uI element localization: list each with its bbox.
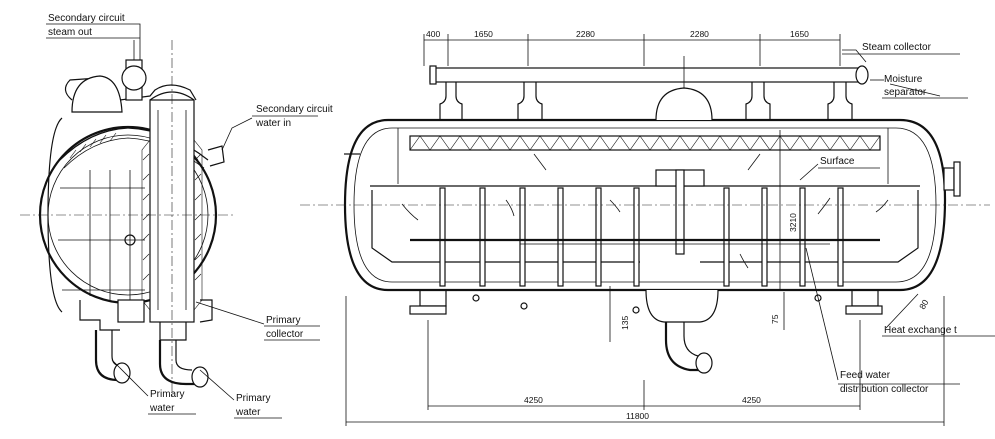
label-secondary-water-in-line1: Secondary circuit: [256, 104, 333, 115]
dim-left-135: 135: [620, 316, 630, 330]
tube-columns: [439, 187, 844, 287]
dim-height-3210: 3210: [788, 213, 798, 232]
dim-total-11800: 11800: [626, 411, 649, 421]
label-primary-water-b-line1: Primary: [236, 393, 270, 404]
dim-right-75: 75: [770, 314, 780, 324]
label-primary-water-b-line2: water: [235, 407, 261, 418]
dim-slant-80: 80: [917, 298, 931, 311]
dim-top-1650-left: 1650: [474, 29, 493, 39]
label-moisture-separator-line2: separator: [884, 87, 927, 98]
label-secondary-water-in-line2: water in: [255, 118, 291, 129]
label-secondary-steam-out-line1: Secondary circuit: [48, 13, 125, 24]
label-heat-exchange: Heat exchange t: [884, 325, 957, 336]
dim-top-400: 400: [426, 29, 440, 39]
label-steam-collector: Steam collector: [862, 42, 932, 53]
label-primary-water-a-line1: Primary: [150, 389, 184, 400]
label-feed-water-line1: Feed water: [840, 370, 891, 381]
label-surface: Surface: [820, 156, 855, 167]
dim-bottom-4250-right: 4250: [742, 395, 761, 405]
label-primary-collector-line2: collector: [266, 329, 304, 340]
cross-section-view: [20, 23, 320, 419]
dim-top-2280-right: 2280: [690, 29, 709, 39]
label-moisture-separator-line1: Moisture: [884, 74, 923, 85]
label-primary-water-a-line2: water: [149, 403, 175, 414]
label-feed-water-line2: distribution collector: [840, 384, 929, 395]
dim-top-1650-right: 1650: [790, 29, 809, 39]
dim-top-2280-left: 2280: [576, 29, 595, 39]
label-secondary-steam-out-line2: steam out: [48, 27, 92, 38]
label-primary-collector-line1: Primary: [266, 315, 300, 326]
longitudinal-view: [300, 34, 995, 426]
dim-bottom-4250-left: 4250: [524, 395, 543, 405]
